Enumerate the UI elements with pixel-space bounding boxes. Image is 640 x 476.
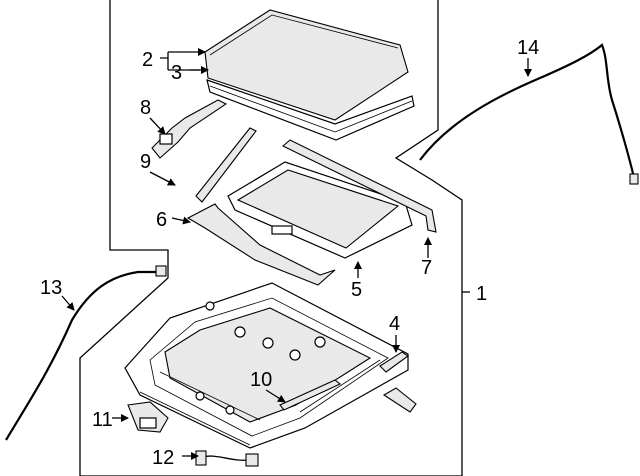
callout-5: 5 [351, 279, 362, 301]
callout-8: 8 [140, 97, 151, 119]
harness-part [195, 450, 259, 467]
drain-hose-right-part [419, 43, 639, 185]
guide-part [279, 379, 342, 411]
control-module-part [127, 401, 169, 433]
drain-hose-left-part [5, 265, 167, 441]
callout-11: 11 [92, 409, 113, 431]
callout-2: 2 [142, 49, 153, 71]
slider-part [379, 351, 409, 373]
callout-12: 12 [152, 447, 174, 469]
callout-1: 1 [476, 283, 487, 305]
callout-7: 7 [421, 257, 432, 279]
callout-4: 4 [389, 313, 400, 335]
callout-9: 9 [140, 151, 151, 173]
bracket-part [382, 387, 417, 413]
callout-14: 14 [517, 37, 539, 59]
glass-panel-part [204, 9, 415, 141]
front-trim-part [186, 203, 336, 286]
leader-lines [61, 52, 532, 460]
assembly-outline [79, 0, 463, 476]
callout-13: 13 [40, 277, 62, 299]
callout-6: 6 [156, 209, 167, 231]
callout-3: 3 [171, 62, 182, 84]
guide-rail-part [195, 127, 257, 203]
callout-10: 10 [250, 369, 272, 391]
side-rail-part [282, 139, 437, 233]
drive-motor-part [151, 99, 228, 159]
sunshade-part [227, 161, 413, 259]
frame-part [124, 282, 409, 449]
